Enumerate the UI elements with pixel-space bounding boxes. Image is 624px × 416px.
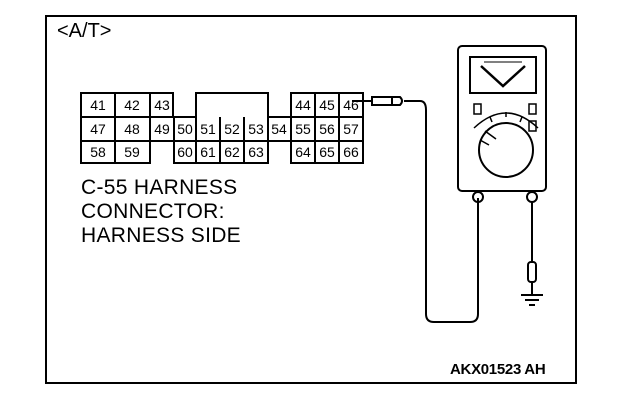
- pin-label: 55: [295, 121, 311, 137]
- meter-dial: [478, 122, 534, 178]
- ground-probe: [527, 261, 537, 283]
- probe-lead: [352, 96, 479, 323]
- pin-label: 58: [90, 144, 106, 160]
- pin-label: 54: [271, 121, 287, 137]
- meter-button: [528, 103, 537, 115]
- ground-lead: [527, 202, 537, 294]
- pin-label: 60: [177, 144, 193, 160]
- meter-display-v-symbol: [480, 65, 526, 88]
- c55-connector: [80, 92, 364, 164]
- pin-label: 65: [319, 144, 335, 160]
- pin-label: 51: [200, 121, 216, 137]
- pin-label: 42: [124, 97, 140, 113]
- connector-label-line-3: HARNESS SIDE: [81, 224, 241, 247]
- meter-button: [473, 103, 482, 115]
- connector-label-line-2: CONNECTOR:: [81, 200, 225, 223]
- voltmeter-icon: [457, 45, 547, 203]
- pin-label: 59: [124, 144, 140, 160]
- meter-dial-tick: [519, 116, 523, 123]
- pin-label: 62: [224, 144, 240, 160]
- meter-body: [457, 45, 547, 192]
- pin-label: 53: [248, 121, 264, 137]
- pin-label: 52: [224, 121, 240, 137]
- probe-handle: [392, 96, 403, 106]
- meter-terminal: [472, 191, 484, 203]
- pin-label: 47: [90, 121, 106, 137]
- pin-label: 49: [154, 121, 170, 137]
- pin-label: 64: [295, 144, 311, 160]
- pin-labels: 41 42 43 44 45 46 47 48 49 50 51 52 53 5…: [90, 97, 359, 160]
- connector-label-line-1: C-55 HARNESS: [81, 176, 238, 199]
- lead-wire: [404, 100, 479, 323]
- pin-label: 46: [343, 97, 359, 113]
- pin-label: 50: [177, 121, 193, 137]
- pin-label: 56: [319, 121, 335, 137]
- meter-dial-tick: [489, 116, 493, 123]
- meter-dial-pointer: [479, 139, 490, 146]
- diagram-frame: [45, 15, 577, 384]
- pin-label: 57: [343, 121, 359, 137]
- pin-label: 41: [90, 97, 106, 113]
- meter-terminal: [526, 191, 538, 203]
- meter-display: [469, 56, 537, 94]
- meter-dial-pointer: [484, 130, 497, 140]
- system-label: <A/T>: [57, 20, 112, 42]
- connector-outline: [80, 92, 364, 164]
- pin-label: 66: [343, 144, 359, 160]
- figure-id: AKX01523 AH: [450, 361, 546, 378]
- pin-label: 43: [154, 97, 170, 113]
- ground-icon: [521, 294, 543, 306]
- pin-label: 61: [200, 144, 216, 160]
- pin-label: 45: [319, 97, 335, 113]
- pin-label: 44: [295, 97, 311, 113]
- pin-label: 48: [124, 121, 140, 137]
- probe-body: [371, 96, 393, 106]
- pin-label: 63: [248, 144, 264, 160]
